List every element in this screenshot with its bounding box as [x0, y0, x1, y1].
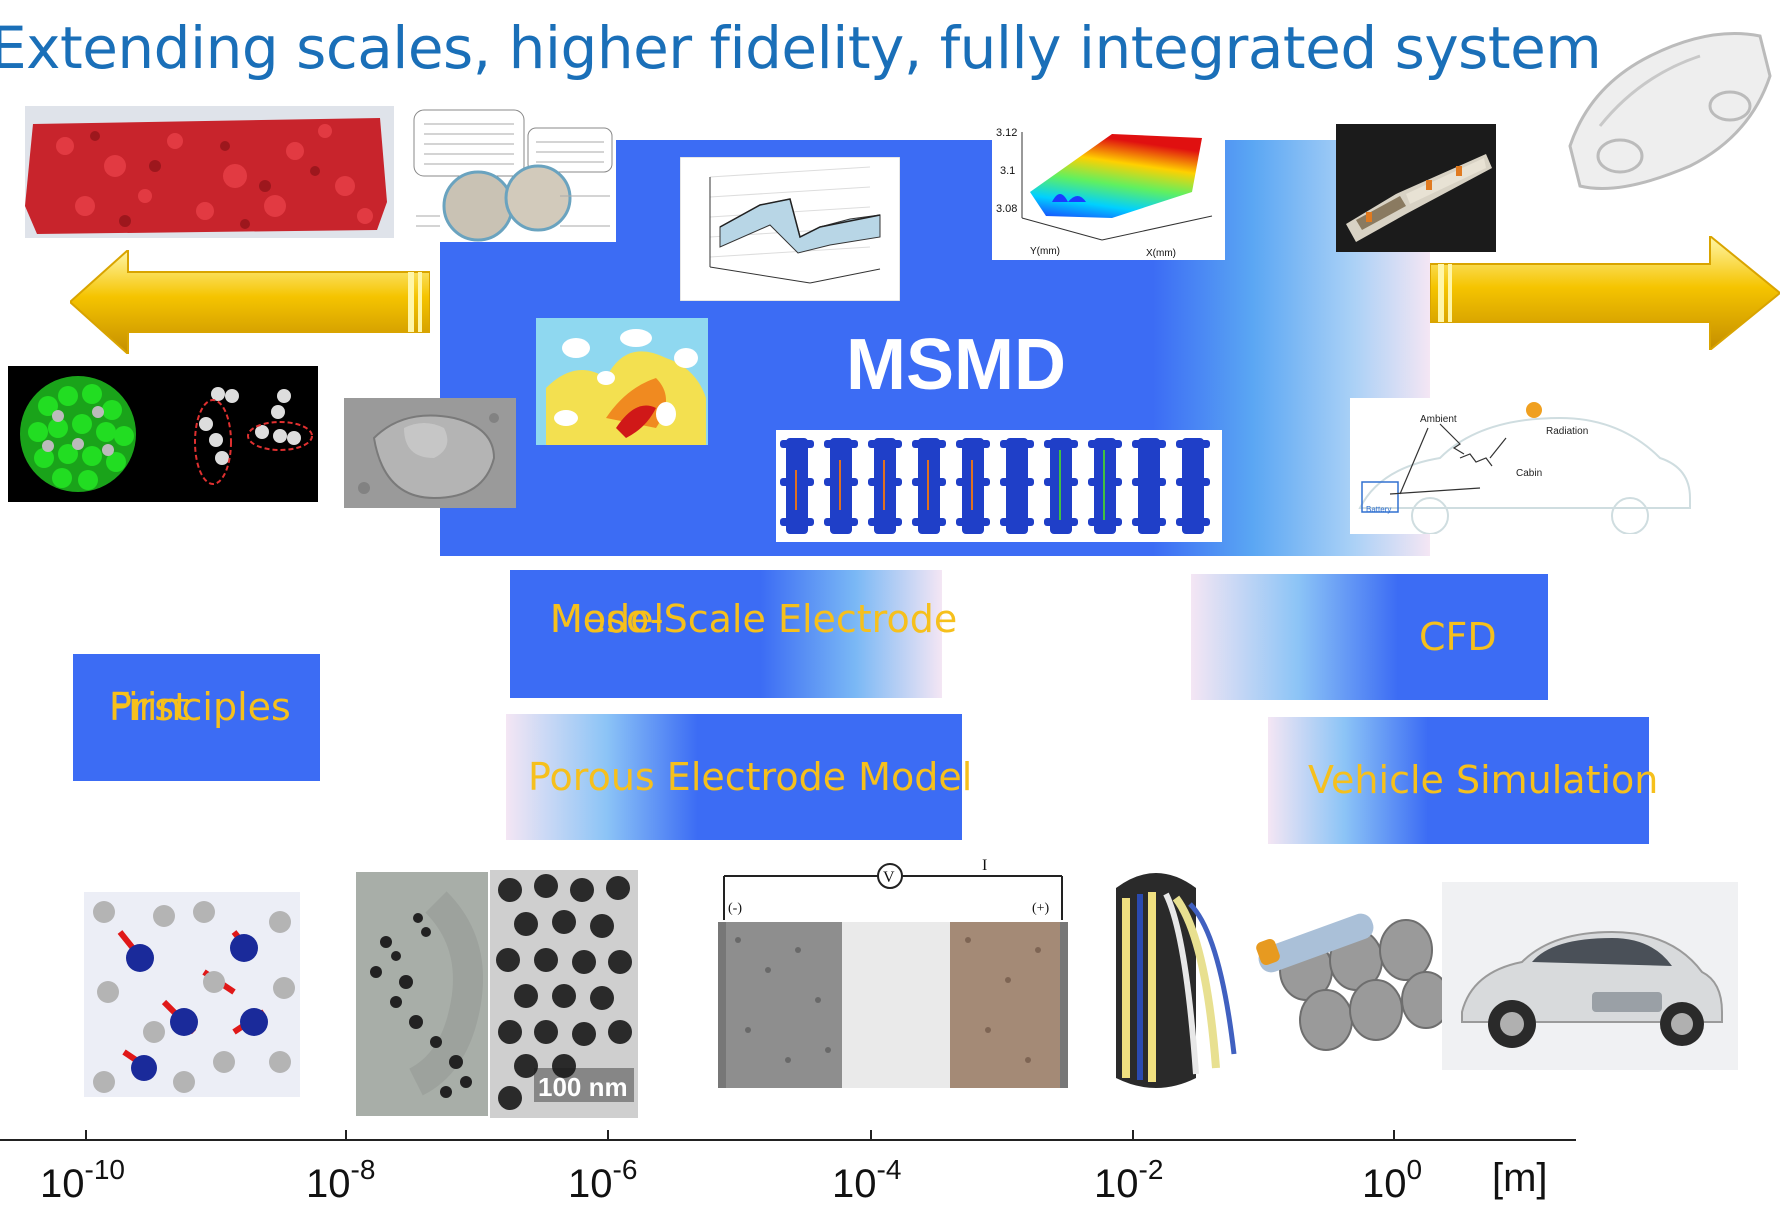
axis-unit-label: [m] — [1492, 1156, 1548, 1200]
electrode-microstructure-image — [25, 106, 394, 238]
meso-scale-contour-image — [536, 318, 708, 445]
axis-tick-label: 10-6 — [568, 1154, 638, 1206]
left-arrow-icon — [70, 250, 430, 354]
z-tick-label: 3.1 — [1000, 165, 1015, 177]
msmd-label: MSMD — [846, 325, 1066, 405]
tem-porous-image: 100 nm — [490, 870, 638, 1118]
voltage-label: V — [883, 869, 895, 886]
meso-line1: Meso-Scale Electrode — [550, 597, 958, 641]
battery-label: Battery — [1366, 505, 1391, 514]
potential-surface-plot — [680, 157, 900, 301]
car-wireframe-image — [1568, 32, 1772, 190]
car-image — [1442, 882, 1738, 1070]
axis-tick-label: 100 — [1362, 1154, 1423, 1206]
temperature-surface-plot: 3.12 3.1 3.08 Y(mm) X(mm) — [992, 122, 1225, 260]
z-tick-label: 3.08 — [996, 203, 1017, 215]
first-principles-line1: First — [109, 685, 189, 729]
length-scale-axis — [0, 1130, 1576, 1141]
molecular-cluster-image — [8, 366, 318, 502]
axis-tick-label: 10-4 — [832, 1154, 902, 1206]
cfd-box: CFD — [1191, 574, 1548, 700]
current-label: I — [982, 857, 987, 874]
cylindrical-cell-cutaway-image — [1106, 858, 1246, 1108]
cell-wound-models-image — [776, 430, 1222, 542]
slide-title: Extending scales, higher fidelity, fully… — [0, 14, 1602, 82]
ambient-label: Ambient — [1420, 414, 1457, 425]
vehicle-label: Vehicle Simulation — [1308, 758, 1659, 802]
battery-pack-image — [1336, 124, 1496, 252]
axis-tick-label: 10-10 — [40, 1154, 125, 1206]
tem-carbon-image — [356, 872, 488, 1116]
atomic-structure-image — [84, 892, 300, 1097]
vehicle-thermal-circuit-image: Ambient Radiation Cabin Battery — [1350, 398, 1698, 534]
negative-terminal-label: (-) — [728, 901, 742, 916]
porous-label: Porous Electrode Model — [528, 755, 973, 799]
scale-bar-label: 100 nm — [538, 1072, 628, 1102]
x-axis-label: X(mm) — [1146, 248, 1176, 259]
y-axis-label: Y(mm) — [1030, 246, 1060, 257]
battery-module-image — [1246, 870, 1456, 1080]
axis-tick-label: 10-2 — [1094, 1154, 1164, 1206]
right-arrow-icon — [1430, 236, 1780, 350]
cfd-label: CFD — [1419, 615, 1497, 659]
sei-interface-diagram — [410, 106, 616, 242]
radiation-label: Radiation — [1546, 426, 1588, 437]
sem-particle-image — [344, 398, 516, 508]
first-principles-line2: Principles — [109, 685, 291, 729]
vehicle-simulation-box: Vehicle Simulation — [1268, 717, 1658, 844]
z-tick-label: 3.12 — [996, 127, 1017, 139]
cabin-label: Cabin — [1516, 468, 1542, 479]
meso-line2: Model — [550, 597, 665, 641]
axis-tick-label: 10-8 — [306, 1154, 376, 1206]
porous-electrode-box: Porous Electrode Model — [506, 714, 972, 840]
positive-terminal-label: (+) — [1032, 901, 1050, 916]
porous-electrode-cell-diagram: V I (-) (+) — [718, 850, 1068, 1090]
